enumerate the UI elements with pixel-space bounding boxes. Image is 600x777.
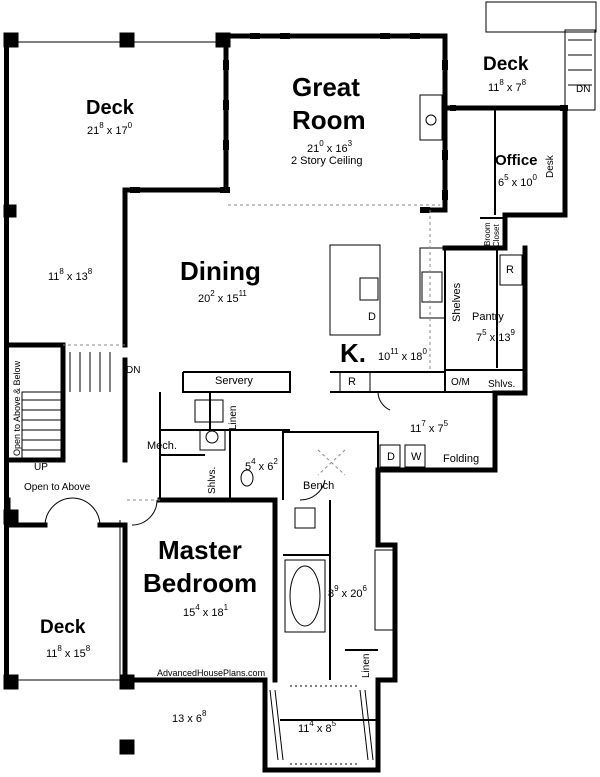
room-dim-patio-s: 13 x 68 xyxy=(172,709,207,725)
room-dim-laundry: 117 x 75 xyxy=(410,419,449,435)
room-note-great-room: 2 Story Ceiling xyxy=(291,155,363,167)
servery-label: Servery xyxy=(215,375,253,387)
room-dim-dining: 202 x 1511 xyxy=(198,289,247,305)
folding-label: Folding xyxy=(443,453,480,465)
mech-label: Mech. xyxy=(147,440,177,452)
room-dim-kitchen: 1011 x 180 xyxy=(378,347,427,363)
room-dim-deck-ne: 118 x 78 xyxy=(488,78,527,94)
room-dim-pantry: 75 x 139 xyxy=(476,328,515,344)
room-dim-deck-w: 118 x 138 xyxy=(48,267,93,283)
room-name-master-2: Bedroom xyxy=(143,568,258,598)
linen-label-2: Linen xyxy=(361,653,372,678)
room-name-deck-nw: Deck xyxy=(86,97,134,119)
room-dim-deck-nw: 218 x 170 xyxy=(87,121,133,137)
stair-dn-label-ne: DN xyxy=(576,84,591,95)
room-name-great-room-2: Room xyxy=(292,105,366,135)
room-name-master-1: Master xyxy=(158,535,242,565)
open-above-label: Open to Above xyxy=(24,482,91,493)
shelves-label-west: Shlvs. xyxy=(207,466,218,494)
room-dim-powder: 54 x 62 xyxy=(245,457,278,473)
linen-label-1: Linen xyxy=(228,405,239,430)
room-name-great-room-1: Great xyxy=(292,72,360,102)
dishwasher-label: D xyxy=(368,311,376,323)
room-name-deck-sw: Deck xyxy=(40,617,86,638)
bench-label: Bench xyxy=(303,480,335,492)
broom-closet-label-1: Broom xyxy=(483,222,492,246)
room-dim-master: 154 x 181 xyxy=(183,603,229,619)
open-above-below-label: Open to Above & Below xyxy=(12,360,22,456)
shelves-label: Shelves xyxy=(451,282,463,322)
copyright-label: AdvancedHousePlans.com xyxy=(157,668,266,678)
shelves-label-east: Shlvs. xyxy=(488,379,516,390)
room-dim-deck-sw: 118 x 158 xyxy=(46,644,91,660)
fridge-label-kitchen: R xyxy=(348,376,356,388)
room-dim-closet: 114 x 85 xyxy=(298,719,337,735)
room-name-kitchen: K. xyxy=(340,338,366,368)
room-name-pantry: Pantry xyxy=(472,311,504,323)
oven-micro-label: O/M xyxy=(451,377,470,388)
room-name-deck-ne: Deck xyxy=(483,54,529,75)
washer-label: W xyxy=(411,451,422,463)
broom-closet-label-2: Closet xyxy=(492,224,501,247)
stair-dn-label: DN xyxy=(126,365,141,376)
room-dim-office: 65 x 100 xyxy=(498,173,537,189)
room-dim-great-room: 210 x 163 xyxy=(307,139,353,155)
room-name-dining: Dining xyxy=(180,256,261,286)
fridge-label-pantry: R xyxy=(506,264,514,276)
room-name-office: Office xyxy=(495,152,538,169)
room-dim-master-bath: 89 x 206 xyxy=(328,584,367,600)
stair-up-label: UP xyxy=(34,462,48,473)
desk-label: Desk xyxy=(545,155,556,178)
dryer-label: D xyxy=(387,451,395,463)
